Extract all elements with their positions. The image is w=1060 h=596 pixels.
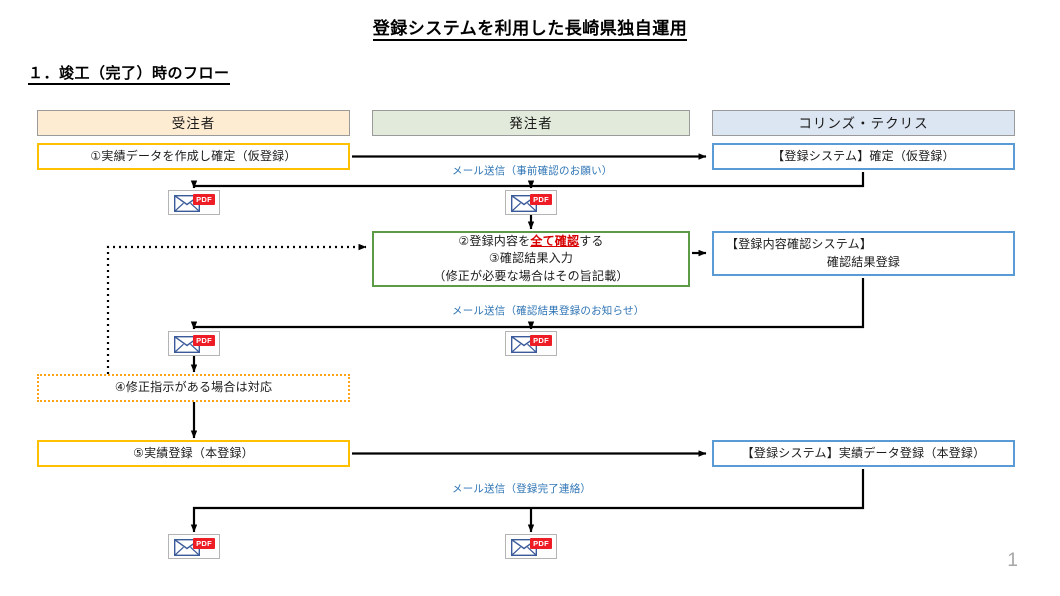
process-box-step4-label: ④修正指示がある場合は対応 <box>114 380 273 395</box>
mail-pdf-icon: PDF <box>505 331 557 356</box>
process-box-step5[interactable]: ⑤実績登録（本登録） <box>37 440 350 467</box>
section-title: １．竣工（完了）時のフロー <box>28 62 230 85</box>
process-box-system3-label: 【登録システム】実績データ登録（本登録） <box>741 445 986 460</box>
process-box-system3[interactable]: 【登録システム】実績データ登録（本登録） <box>712 440 1015 467</box>
process-box-step1[interactable]: ①実績データを作成し確定（仮登録） <box>37 143 350 170</box>
flow-label-mail3: メール送信（登録完了連絡） <box>452 483 592 495</box>
pdf-badge: PDF <box>530 538 552 549</box>
step23-text-before: ②登録内容を <box>458 233 531 248</box>
pdf-badge: PDF <box>193 538 215 549</box>
mail-pdf-icon: PDF <box>168 331 220 356</box>
process-box-system2-line2: 確認結果登録 <box>826 254 901 269</box>
process-box-step23-line1: ②登録内容を全て確認する <box>378 233 684 250</box>
pdf-badge: PDF <box>530 194 552 205</box>
mail-pdf-icon: PDF <box>168 190 220 215</box>
flow-label-mail1: メール送信（事前確認のお願い） <box>452 165 613 177</box>
column-header-corins-tecris: コリンズ・テクリス <box>712 110 1015 136</box>
step23-emphasis: 全て確認 <box>530 233 580 248</box>
page-title-text: 登録システムを利用した長崎県独自運用 <box>372 19 688 41</box>
step23-text-after: する <box>579 233 604 248</box>
process-box-step23-line2: ③確認結果入力 <box>488 251 574 266</box>
process-box-step4[interactable]: ④修正指示がある場合は対応 <box>37 374 350 402</box>
pdf-badge: PDF <box>193 335 215 346</box>
section-title-text: １．竣工（完了）時のフロー <box>28 65 230 85</box>
process-box-step23-line3: （修正が必要な場合はその旨記載） <box>433 268 629 283</box>
mail-pdf-icon: PDF <box>168 534 220 559</box>
process-box-system1-label: 【登録システム】確定（仮登録） <box>772 148 955 163</box>
process-box-step1-label: ①実績データを作成し確定（仮登録） <box>90 148 297 163</box>
page-title: 登録システムを利用した長崎県独自運用 <box>0 14 1060 41</box>
pdf-badge: PDF <box>530 335 552 346</box>
column-header-contractor: 受注者 <box>37 110 350 136</box>
pdf-badge: PDF <box>193 194 215 205</box>
page-number: 1 <box>1007 550 1018 571</box>
process-box-system1[interactable]: 【登録システム】確定（仮登録） <box>712 143 1015 170</box>
column-header-client: 発注者 <box>372 110 690 136</box>
process-box-system2[interactable]: 【登録内容確認システム】 確認結果登録 <box>712 231 1015 276</box>
process-box-system2-line1: 【登録内容確認システム】 <box>726 237 873 252</box>
mail-pdf-icon: PDF <box>505 534 557 559</box>
process-box-step5-label: ⑤実績登録（本登録） <box>133 445 254 460</box>
process-box-step23[interactable]: ②登録内容を全て確認する ③確認結果入力 （修正が必要な場合はその旨記載） <box>372 231 690 287</box>
flow-label-mail2: メール送信（確認結果登録のお知らせ） <box>452 305 645 317</box>
mail-pdf-icon: PDF <box>505 190 557 215</box>
